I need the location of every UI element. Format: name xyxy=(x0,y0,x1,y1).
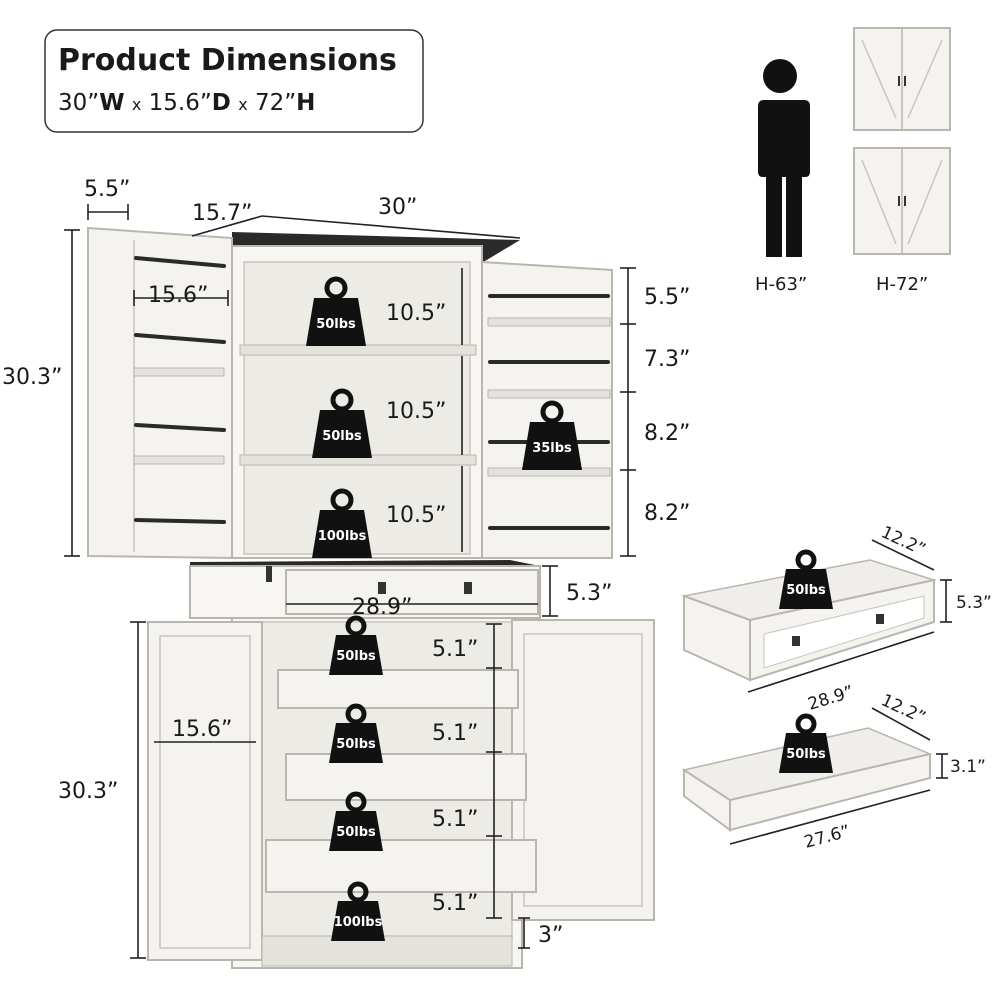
svg-text:50lbs: 50lbs xyxy=(336,825,376,840)
lower-height-label: 30.3” xyxy=(58,779,118,804)
weight-icon: 50lbs xyxy=(329,615,383,675)
top-depth-label: 15.7” xyxy=(192,201,252,226)
rack-gap-3: 8.2” xyxy=(644,421,690,446)
weight-icon: 100lbs xyxy=(312,488,372,558)
drawer-bottom-height-label: 3.1” xyxy=(950,757,986,777)
lower-gap-4: 5.1” xyxy=(432,891,478,916)
svg-text:50lbs: 50lbs xyxy=(786,747,826,762)
lower-cabinet xyxy=(147,617,655,969)
dimensions-header: Product Dimensions 30”W x 15.6”D x 72”H xyxy=(44,29,424,133)
svg-text:50lbs: 50lbs xyxy=(322,429,362,444)
weight-icon: 50lbs xyxy=(329,791,383,851)
foot-height-label: 3” xyxy=(538,923,563,948)
left-door-racks xyxy=(133,256,226,524)
weight-icon: 100lbs xyxy=(331,881,385,941)
shelf-gap-2: 10.5” xyxy=(386,399,446,424)
drawer-handle-icon xyxy=(378,582,386,594)
weight-icon: 50lbs xyxy=(312,388,372,458)
weight-icon: 35lbs xyxy=(522,400,582,470)
mini-cabinet: H-72” xyxy=(853,27,951,295)
upper-dimension-labels: 5.5” 15.7” 30” 15.6” 30.3” 10.5” 10.5” 1… xyxy=(2,177,690,528)
weight-icon: 50lbs xyxy=(779,549,833,609)
weight-icon: 50lbs xyxy=(329,703,383,763)
middle-drawer-height-label: 5.3” xyxy=(566,581,612,606)
weight-icon: 50lbs xyxy=(306,276,366,346)
svg-text:35lbs: 35lbs xyxy=(532,441,572,456)
person-height-label: H-63” xyxy=(755,274,807,295)
drawer-bottom-depth-label: 12.2” xyxy=(878,690,929,728)
drawer-top-width-label: 28.9” xyxy=(806,682,856,715)
drawer-handle-icon xyxy=(876,614,884,624)
shelf-gap-1: 10.5” xyxy=(386,301,446,326)
lower-weights: 50lbs 50lbs 50lbs 100lbs xyxy=(329,615,385,941)
drawer-top-height-label: 5.3” xyxy=(956,593,992,613)
svg-text:50lbs: 50lbs xyxy=(336,649,376,664)
right-door-racks xyxy=(487,294,611,530)
weight-icon: 50lbs xyxy=(779,713,833,773)
shelf-gap-3: 10.5” xyxy=(386,503,446,528)
rack-gap-2: 7.3” xyxy=(644,347,690,372)
person-head-icon xyxy=(763,59,797,93)
lower-gap-2: 5.1” xyxy=(432,721,478,746)
lower-gap-1: 5.1” xyxy=(432,637,478,662)
lower-gap-3: 5.1” xyxy=(432,807,478,832)
door-depth-label: 5.5” xyxy=(84,177,130,202)
middle-drawer: 28.9” 5.3” xyxy=(189,560,612,620)
drawer-handle-icon xyxy=(464,582,472,594)
person-figure: H-63” xyxy=(755,59,810,295)
header-dims: 30”W x 15.6”D x 72”H xyxy=(58,90,315,116)
lower-depth-label: 15.6” xyxy=(172,717,232,742)
top-width-label: 30” xyxy=(378,195,417,220)
middle-drawer-width-label: 28.9” xyxy=(352,595,412,620)
drawer-detail-top: 50lbs 12.2” 5.3” 28.9” xyxy=(681,522,992,715)
header-title: Product Dimensions xyxy=(58,43,397,78)
upper-height-label: 30.3” xyxy=(2,365,62,390)
svg-text:100lbs: 100lbs xyxy=(334,915,383,930)
svg-text:50lbs: 50lbs xyxy=(336,737,376,752)
person-body-icon xyxy=(756,100,810,257)
rack-gap-4: 8.2” xyxy=(644,501,690,526)
svg-text:50lbs: 50lbs xyxy=(316,317,356,332)
inner-depth-label: 15.6” xyxy=(148,283,208,308)
svg-text:100lbs: 100lbs xyxy=(318,529,367,544)
upper-weights: 50lbs 50lbs 100lbs 35lbs xyxy=(306,276,582,558)
rack-gap-1: 5.5” xyxy=(644,285,690,310)
svg-text:50lbs: 50lbs xyxy=(786,583,826,598)
lower-dimension-labels: 15.6” 30.3” 5.1” 5.1” 5.1” 5.1” 3” xyxy=(58,637,563,948)
drawer-handle-icon xyxy=(792,636,800,646)
drawer-detail-bottom: 50lbs 12.2” 3.1” 27.6” xyxy=(682,690,986,853)
lower-dimension-lines xyxy=(130,621,530,959)
drawer-bottom-width-label: 27.6” xyxy=(802,821,852,852)
upper-dimension-lines xyxy=(64,204,636,557)
cabinet-height-label: H-72” xyxy=(876,274,928,295)
